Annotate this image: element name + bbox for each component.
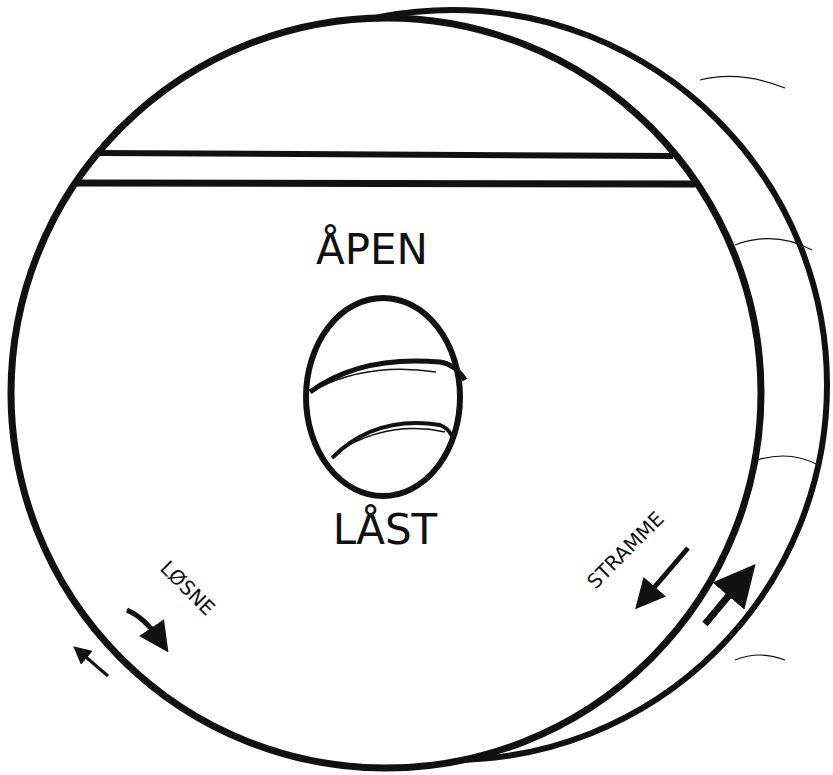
indicator-mark — [318, 369, 436, 388]
indicator-window — [306, 298, 460, 496]
indicator-mark — [310, 361, 465, 392]
band-line — [99, 153, 673, 156]
band-line — [77, 183, 695, 184]
tighten-arrow — [645, 548, 688, 598]
tighten-arrow — [705, 580, 742, 624]
locked-label: LÅST — [333, 509, 437, 551]
loosen-arrow — [80, 652, 108, 676]
loosen-arrow — [127, 610, 160, 640]
indicator-mark — [332, 423, 452, 458]
indicator-mark — [340, 429, 445, 450]
open-label: ÅPEN — [316, 229, 428, 271]
knob-face — [11, 18, 761, 768]
